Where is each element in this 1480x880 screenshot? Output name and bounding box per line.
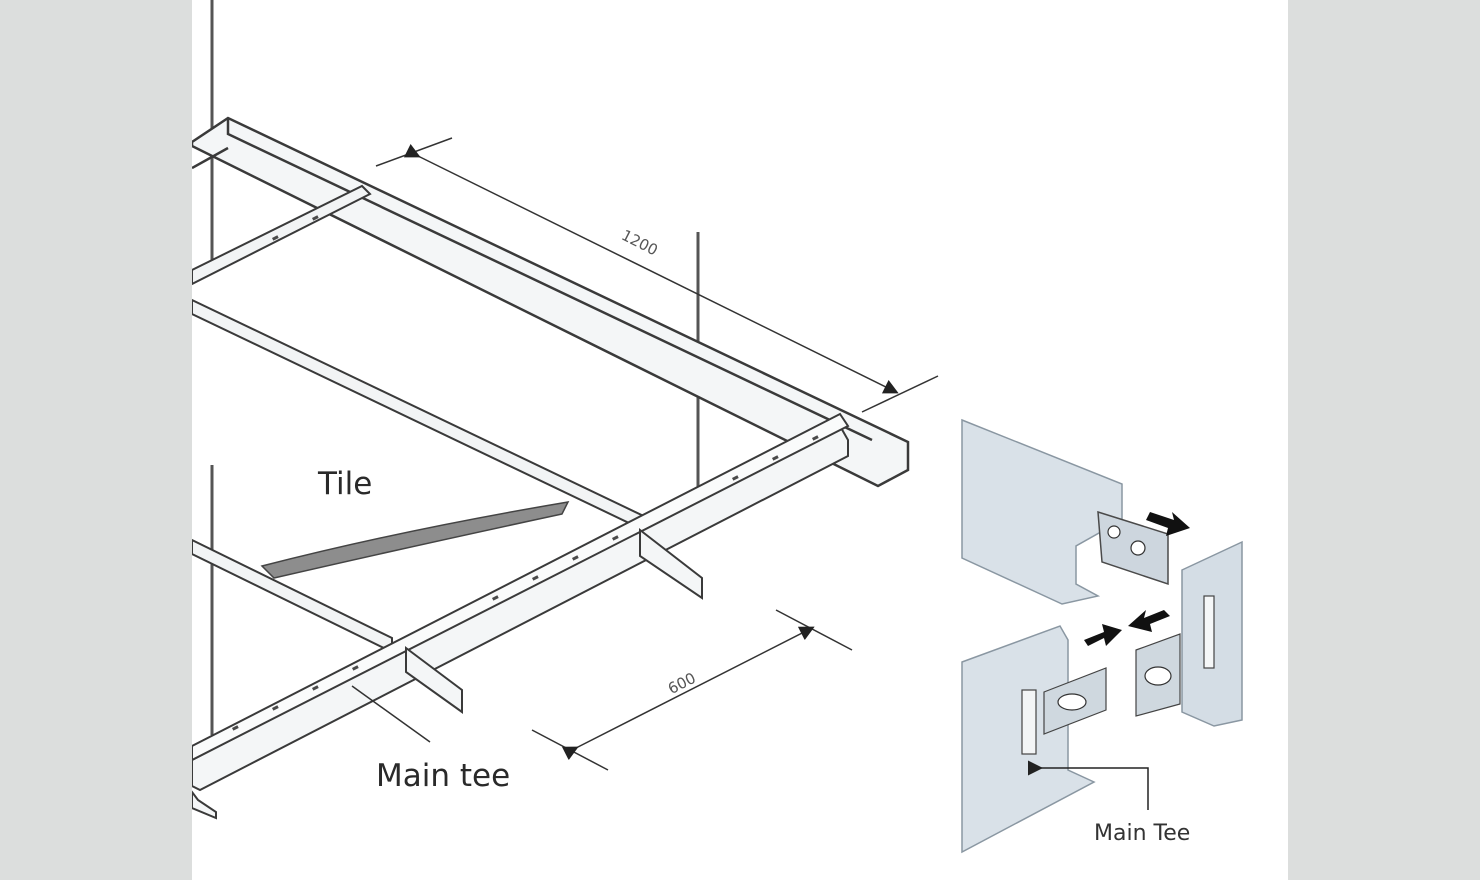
wall-angle-long [192,116,910,488]
inset-arrow-icon [1084,624,1122,646]
wall-angle [192,116,910,488]
inset-hole [1057,693,1087,711]
main-tee-front [192,424,849,792]
cross-tees [192,184,653,654]
cross-tee-joint [639,527,703,600]
dimension-1200 [375,137,939,413]
inset-arrow-icon [1128,610,1170,632]
tee-slots [232,215,819,731]
inset-hole [1144,666,1172,686]
main-tee-leader [351,685,431,743]
dimension-line [403,143,899,394]
tile-edge [260,501,570,579]
main-tee-end [192,790,217,820]
cross-tee [192,184,372,286]
inset-hole [1107,525,1121,539]
main-tee-top [192,412,850,762]
dimension-1200-label: 1200 [619,226,661,259]
cross-tee-joint [405,646,463,714]
ceiling-grid-diagram: 1200 600 Tile Main tee [192,0,1243,854]
main-tee-label: Main tee [376,758,510,794]
inset-connection-detail: Main Tee [961,418,1243,854]
main-tees [192,412,850,820]
inset-main-tee-label: Main Tee [1094,821,1190,846]
dimension-extension-line [375,137,453,167]
inset-arrow-icon [1146,512,1190,536]
dimension-extension-line [531,729,609,771]
inset-hole [1130,540,1146,556]
inset-upper-tee [961,418,1123,605]
inset-slot [1021,689,1037,755]
wall-angle-short [192,146,229,170]
diagram-panel: 1200 600 Tile Main tee [192,0,1288,880]
dimension-line [561,626,815,761]
dimension-extension-line [861,375,939,413]
dimension-extension-line [775,609,853,651]
dimension-600 [531,609,853,771]
inset-slot [1203,595,1215,669]
tile-label: Tile [317,466,372,502]
inset-leader [1028,760,1149,810]
